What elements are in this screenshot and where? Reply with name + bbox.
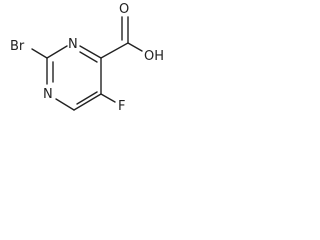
bond-c4-cacid — [100, 42, 129, 59]
bond-c6-c5 — [73, 93, 102, 111]
atom-label-nitrogen-bottom: N — [43, 87, 53, 102]
structure-diagram: Br N N O OH F — [0, 0, 206, 138]
bond-c6-c5-double — [76, 91, 98, 105]
atom-label-bromine: Br — [10, 39, 25, 54]
atom-label-oxygen-carbonyl: O — [119, 2, 129, 17]
atom-label-nitrogen-top: N — [68, 37, 78, 52]
bond-cacid-oh — [127, 42, 143, 52]
bond-n1-c6 — [55, 98, 75, 111]
bond-group — [31, 16, 143, 111]
bond-n3-c4-double — [79, 51, 98, 63]
bond-c2-br — [31, 48, 48, 59]
molecule-drawing: Br N N O OH F — [10, 2, 164, 114]
bond-n3-c4 — [79, 45, 102, 59]
atom-label-fluorine: F — [118, 99, 125, 114]
bond-c5-f — [100, 93, 116, 103]
bond-c2-n3 — [46, 45, 68, 59]
atom-label-hydroxyl: OH — [144, 49, 164, 64]
